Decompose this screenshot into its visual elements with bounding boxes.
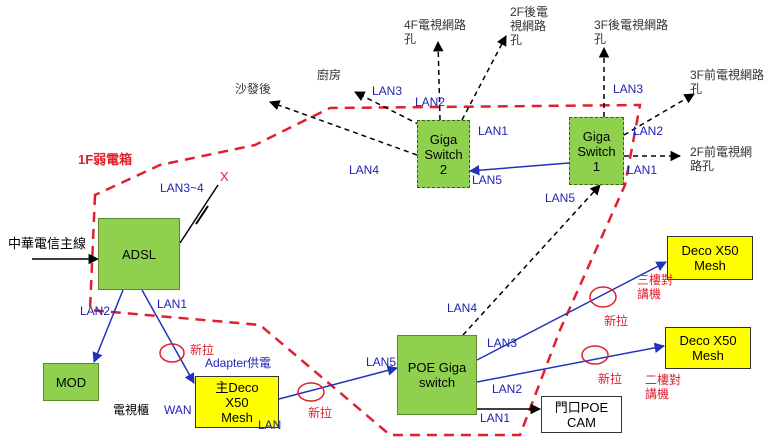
deco-2f-label: Deco X50 Mesh xyxy=(679,333,737,363)
cht-line-label: 中華電信主線 xyxy=(8,236,87,251)
mod-label: MOD xyxy=(55,374,87,390)
sw1-3ffront-line xyxy=(623,93,695,136)
floor3-intercom-label: 三樓對 講機 xyxy=(637,273,674,301)
deco-3f-box: Deco X50 Mesh xyxy=(667,236,753,280)
poe-deco3f-line xyxy=(476,261,667,361)
new-pull-ellipse-2 xyxy=(297,382,325,402)
tv-2f-back-label: 2F後電 視網路 孔 xyxy=(510,5,549,47)
x-mark: X xyxy=(220,169,229,184)
poe-lan3-label: LAN3 xyxy=(487,336,518,350)
deco-main-box: 主Deco X50 Mesh xyxy=(195,376,279,428)
new-pull-label-1: 新拉 xyxy=(190,343,215,357)
new-pull-ellipse-1 xyxy=(159,343,185,363)
adsl-deco-line xyxy=(141,289,195,384)
deco-poe-line xyxy=(278,365,399,400)
giga-switch-2-label: Giga Switch 2 xyxy=(424,131,463,177)
sofa-back-label: 沙發後 xyxy=(235,82,272,96)
tv-4f-label: 4F電視網路 孔 xyxy=(404,18,467,46)
adsl-mod-line xyxy=(92,289,124,363)
adsl-lan34-line xyxy=(179,184,219,244)
poe-switch: POE Giga switch xyxy=(397,335,477,415)
sw1-lan2-label: LAN2 xyxy=(633,124,664,138)
giga-switch-2: Giga Switch 2 xyxy=(417,120,470,188)
sw2-2fback-line xyxy=(461,35,507,121)
sw1-lan3-label: LAN3 xyxy=(613,82,644,96)
new-pull-label-3: 新拉 xyxy=(604,314,629,328)
tv-3f-front-label: 3F前電視網路 孔 xyxy=(690,68,765,96)
tv-2f-front-label: 2F前電視網 路孔 xyxy=(690,145,753,173)
sw2-sofa-line xyxy=(269,100,418,156)
adsl-box: ADSL xyxy=(98,218,180,290)
giga-switch-1-label: Giga Switch 1 xyxy=(577,128,616,174)
poe-lan2-label: LAN2 xyxy=(492,382,523,396)
weak-current-box-outline xyxy=(88,103,642,437)
kitchen-label: 廚房 xyxy=(317,68,342,82)
deco-2f-box: Deco X50 Mesh xyxy=(665,327,751,369)
new-pull-label-2: 新拉 xyxy=(308,406,333,420)
lan-bottom-label: LAN xyxy=(258,418,282,432)
new-pull-ellipse-4 xyxy=(581,345,609,365)
tv-3f-back-label: 3F後電視網路 孔 xyxy=(594,18,669,46)
new-pull-ellipse-3 xyxy=(589,286,617,308)
sw2-4f-line xyxy=(432,40,444,121)
poe-sw1-line xyxy=(462,184,601,336)
sw2-kitchen-line xyxy=(354,91,421,126)
sw1-lan5-label: LAN5 xyxy=(545,191,576,205)
sw2-lan5-label: LAN5 xyxy=(472,173,503,187)
door-cam-box: 門口POE CAM xyxy=(541,396,622,433)
poe-switch-label: POE Giga switch xyxy=(407,360,467,390)
cut-mark xyxy=(195,205,209,225)
poe-deco2f-line xyxy=(476,342,666,383)
sw1-lan1-label: LAN1 xyxy=(627,163,658,177)
adsl-lan1-label: LAN1 xyxy=(157,297,188,311)
floor2-intercom-label: 二樓對 講機 xyxy=(645,373,682,401)
door-cam-label: 門口POE CAM xyxy=(554,399,609,430)
poe-lan1-label: LAN1 xyxy=(480,411,511,425)
sw2-lan1-label: LAN1 xyxy=(478,124,509,138)
poe-lan5-label: LAN5 xyxy=(366,355,397,369)
sw2-lan2-label: LAN2 xyxy=(415,95,446,109)
sw1-sw2-line xyxy=(468,162,570,176)
deco-main-label: 主Deco X50 Mesh xyxy=(215,379,259,425)
adapter-power-label: Adapter供電 xyxy=(205,356,272,370)
new-pull-label-4: 新拉 xyxy=(598,372,623,386)
wan-label: WAN xyxy=(164,403,192,417)
adsl-lan2-label: LAN2 xyxy=(80,304,111,318)
tv-cabinet-label: 電視櫃 xyxy=(113,403,150,417)
adsl-label: ADSL xyxy=(122,246,156,262)
box-1f-label: 1F弱電箱 xyxy=(78,152,133,167)
sw2-lan3-label: LAN3 xyxy=(372,84,403,98)
adsl-lan34-label: LAN3~4 xyxy=(160,181,204,195)
mod-box: MOD xyxy=(43,363,99,401)
poe-lan4-label: LAN4 xyxy=(447,301,478,315)
deco-3f-label: Deco X50 Mesh xyxy=(681,243,739,273)
sw2-lan4-label: LAN4 xyxy=(349,163,380,177)
giga-switch-1: Giga Switch 1 xyxy=(569,117,624,185)
